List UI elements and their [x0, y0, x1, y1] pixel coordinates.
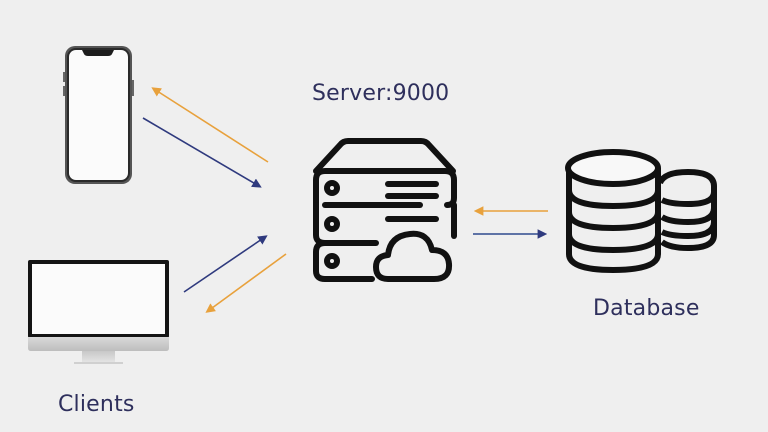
smartphone-icon [63, 46, 134, 184]
arrow-desktop-to-server [183, 235, 268, 293]
server-cloud-icon [313, 138, 457, 282]
server-label: Server:9000 [312, 81, 450, 106]
arrow-phone-to-server [142, 117, 262, 188]
clients-label: Clients [58, 392, 135, 417]
database-icon [565, 149, 717, 273]
arrow-server-to-phone [151, 87, 269, 163]
monitor-icon [28, 260, 169, 364]
phone-notch [82, 50, 114, 56]
database-label: Database [593, 296, 700, 321]
arrow-server-to-desktop [205, 253, 287, 313]
